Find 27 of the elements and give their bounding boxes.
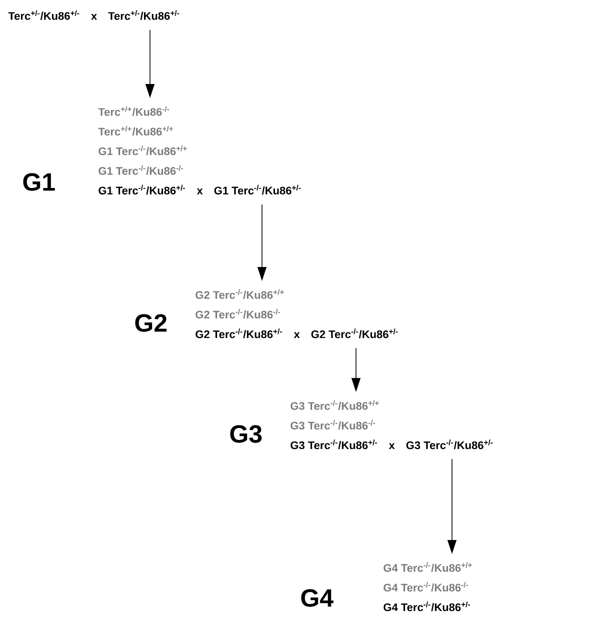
genotype-label: G1 Terc$^{-/-}$/Ku86$^{-/-}$ [98, 165, 184, 175]
generation-label: G2 [135, 314, 167, 332]
genotype-label: G2 Terc$^{-/-}$/Ku86$^{-/-}$ [196, 308, 280, 319]
genotype-label: G4 Terc$^{-/-}$/Ku86$^{-/-}$ [384, 582, 468, 592]
genotype-label: Terc$^{+/+}$/Ku86$^{+/+}$ [98, 126, 174, 136]
genotype-label: G2 Terc$^{-/-}$/Ku86$^{+/-}$ [196, 328, 282, 338]
cross-symbol: x [196, 188, 203, 194]
genotype-label: G2 Terc$^{-/-}$/Ku86$^{+/+}$ [196, 289, 284, 299]
genotype-label: G1 Terc$^{-/-}$/Ku86$^{+/+}$ [98, 146, 187, 156]
genotype-label: G3 Terc$^{-/-}$/Ku86$^{+/+}$ [290, 400, 379, 410]
genotype-label: G4 Terc$^{-/-}$/Ku86$^{+/-}$ [384, 602, 470, 612]
genotype-label: G4 Terc$^{-/-}$/Ku86$^{+/+}$ [384, 562, 472, 572]
genotype-label: G3 Terc$^{-/-}$/Ku86$^{+/-}$ [406, 440, 493, 450]
genotype-label: G2 Terc$^{-/-}$/Ku86$^{+/-}$ [311, 328, 398, 338]
generation-label: G3 [230, 425, 262, 443]
generation-label: G1 [23, 173, 55, 191]
genotype-label: G1 Terc$^{-/-}$/Ku86$^{+/-}$ [214, 184, 301, 195]
cross-symbol: x [91, 14, 97, 20]
cross-symbol: x [388, 443, 395, 450]
genotype-label: G1 Terc$^{-/-}$/Ku86$^{+/-}$ [98, 184, 185, 195]
generation-label: G4 [301, 589, 334, 607]
genotype-label: Terc$^{+/+}$/Ku86$^{-/-}$ [98, 106, 170, 116]
genotype-label: G3 Terc$^{-/-}$/Ku86$^{+/-}$ [290, 440, 377, 450]
genotype-label: G3 Terc$^{-/-}$/Ku86$^{-/-}$ [290, 420, 376, 430]
genotype-label: Terc$^{+/-}$/Ku86$^{+/-}$ [8, 10, 80, 20]
cross-symbol: x [294, 332, 300, 338]
genotype-label: Terc$^{+/-}$/Ku86$^{+/-}$ [108, 10, 180, 20]
